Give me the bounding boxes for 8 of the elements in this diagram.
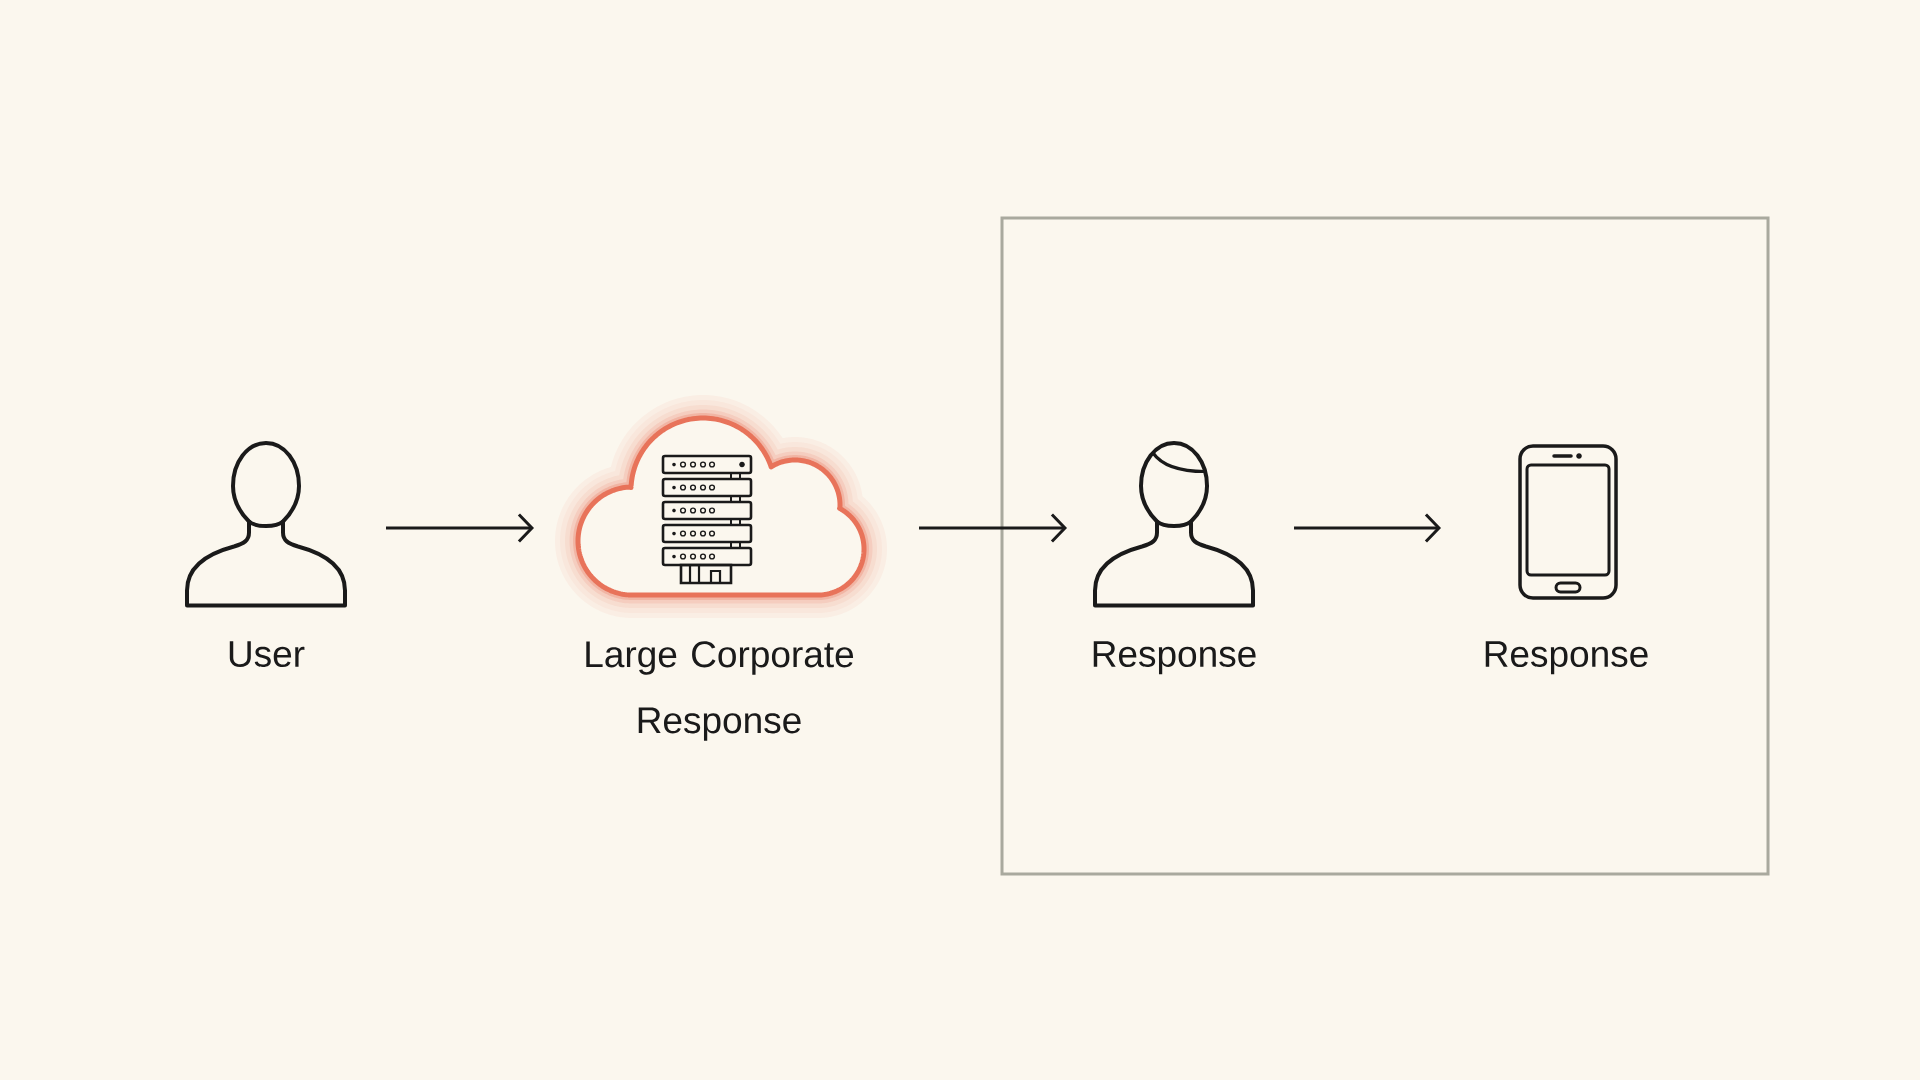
- node-label: Response: [1093, 641, 1256, 675]
- node-label: User: [229, 641, 305, 668]
- node-label: Response: [1485, 641, 1648, 675]
- arrow: [919, 513, 1067, 543]
- node-label: Large Corporate Response: [586, 641, 854, 741]
- arrow: [386, 513, 534, 543]
- frame-box: [1000, 216, 1770, 876]
- arrow: [1294, 513, 1441, 543]
